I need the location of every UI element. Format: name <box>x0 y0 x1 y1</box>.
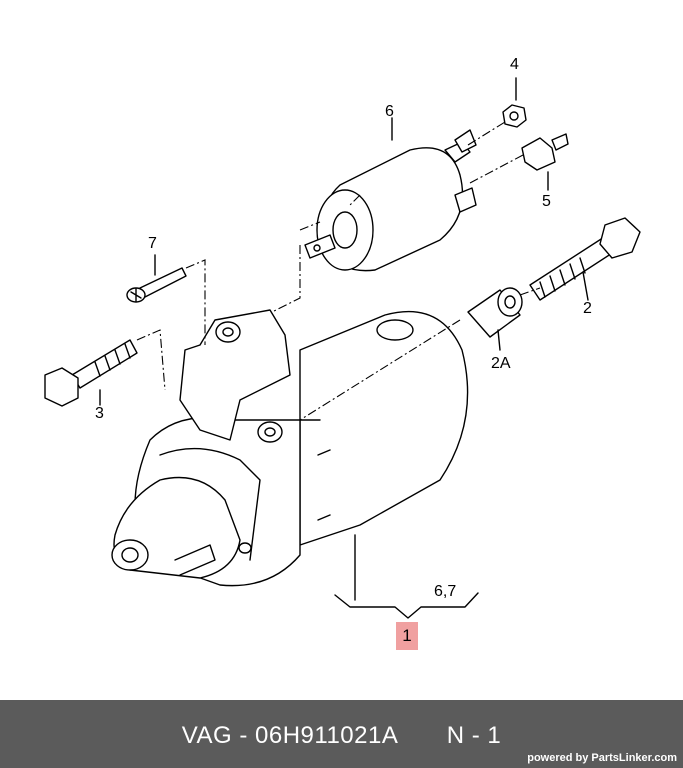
callout-2: 2 <box>583 300 592 317</box>
bolt-part-2 <box>529 217 641 301</box>
powered-by-link[interactable]: powered by PartsLinker.com <box>527 752 677 764</box>
solenoid-switch <box>304 129 477 272</box>
nut-part-4 <box>502 104 527 128</box>
sleeve-part-2a <box>467 287 523 338</box>
leader-lines <box>99 77 589 619</box>
callout-1-highlighted[interactable]: 1 <box>396 622 418 650</box>
assembly-lines <box>136 121 541 421</box>
part-number: VAG - 06H911021A <box>181 722 399 749</box>
callout-7: 7 <box>148 235 157 252</box>
connector-part-5 <box>521 133 569 171</box>
callout-6-7: 6,7 <box>434 583 457 600</box>
starter-motor-body <box>111 309 469 587</box>
quantity: N - 1 <box>446 722 502 749</box>
callout-3: 3 <box>95 405 104 422</box>
screw-part-7 <box>126 267 187 303</box>
callout-6: 6 <box>385 103 394 120</box>
bolt-part-3 <box>44 339 138 407</box>
callout-2a: 2A <box>491 355 511 372</box>
footer-part-info: VAG - 06H911021A N - 1 <box>0 722 683 750</box>
callout-4: 4 <box>510 56 519 73</box>
footer-bar: VAG - 06H911021A N - 1 powered by PartsL… <box>0 700 683 768</box>
starter-motor-exploded-diagram <box>44 77 641 619</box>
callout-5: 5 <box>542 193 551 210</box>
